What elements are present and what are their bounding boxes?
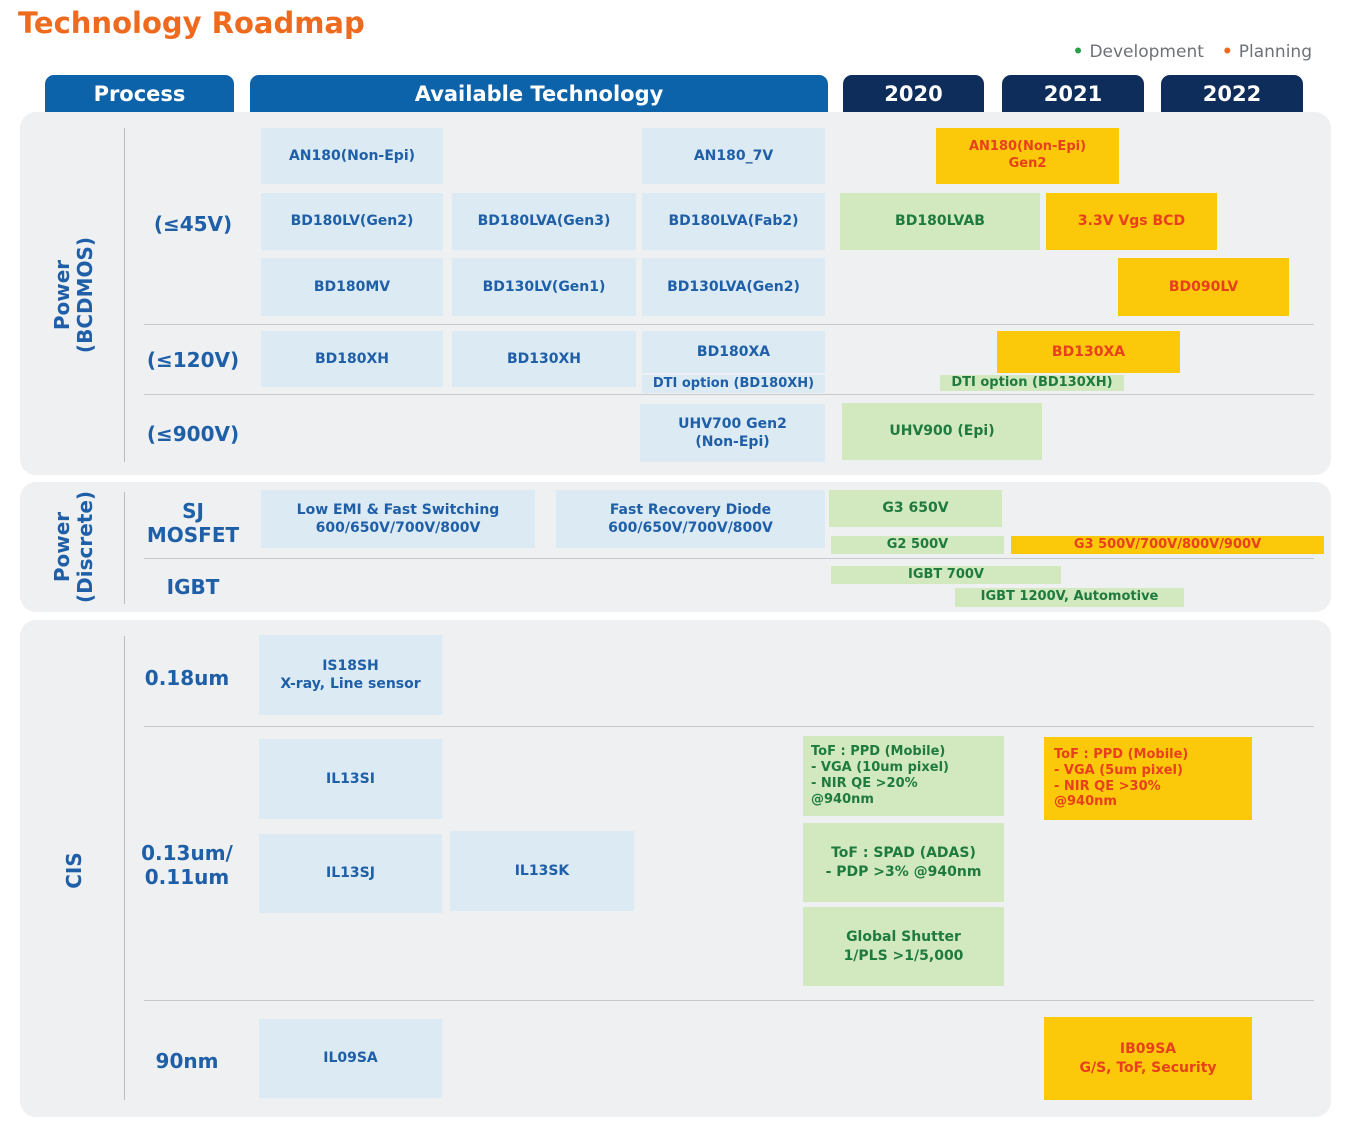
tech-box: Fast Recovery Diode 600/650V/700V/800V xyxy=(556,490,825,548)
legend-planning-label: Planning xyxy=(1238,42,1312,62)
row-divider xyxy=(144,558,1314,559)
tech-box: BD180LVA(Fab2) xyxy=(642,193,825,250)
planning-box: 3.3V Vgs BCD xyxy=(1046,193,1217,250)
tech-box: IS18SH X-ray, Line sensor xyxy=(259,635,442,715)
row-label-013um: 0.13um/ 0.11um xyxy=(141,841,233,889)
development-box: IGBT 1200V, Automotive xyxy=(955,588,1184,607)
planning-box: BD090LV xyxy=(1118,258,1289,316)
development-dot-icon: • xyxy=(1072,42,1084,62)
tech-box: IL13SJ xyxy=(259,834,442,913)
planning-box: IB09SA G/S, ToF, Security xyxy=(1044,1017,1252,1100)
tech-box: BD180LV(Gen2) xyxy=(261,193,443,250)
tech-box: BD130LVA(Gen2) xyxy=(642,258,825,316)
planning-box: AN180(Non-Epi) Gen2 xyxy=(936,128,1119,184)
separator-line xyxy=(124,636,125,1100)
development-box: ToF : SPAD (ADAS) - PDP >3% @940nm xyxy=(803,823,1004,902)
page-title: Technology Roadmap xyxy=(18,6,365,40)
row-label-120v: (≤120V) xyxy=(146,348,240,372)
group-label-power-bcdmos: Power (BCDMOS) xyxy=(50,236,97,354)
header-2020: 2020 xyxy=(843,75,984,113)
row-divider xyxy=(144,324,1314,325)
row-label-018um: 0.18um xyxy=(144,666,230,690)
tech-box: AN180_7V xyxy=(642,128,825,184)
tech-box: AN180(Non-Epi) xyxy=(261,128,443,184)
development-box: IGBT 700V xyxy=(831,566,1061,584)
planning-box: G3 500V/700V/800V/900V xyxy=(1011,536,1324,554)
tech-box: Low EMI & Fast Switching 600/650V/700V/8… xyxy=(261,490,535,548)
planning-dot-icon: • xyxy=(1221,42,1233,62)
header-available-technology: Available Technology xyxy=(250,75,828,113)
tech-box: IL13SK xyxy=(450,831,634,911)
legend: •Development •Planning xyxy=(1073,42,1312,62)
tech-box: BD180MV xyxy=(261,258,443,316)
development-box: BD180LVAB xyxy=(840,193,1040,250)
tech-box: BD130LV(Gen1) xyxy=(452,258,636,316)
legend-development: •Development xyxy=(1073,42,1204,62)
development-box: G2 500V xyxy=(831,536,1004,554)
legend-development-label: Development xyxy=(1089,42,1204,62)
tech-box: IL09SA xyxy=(259,1019,442,1098)
separator-line xyxy=(124,492,125,604)
development-box: ToF : PPD (Mobile) - VGA (10um pixel) - … xyxy=(803,736,1004,816)
tech-box: BD180XH xyxy=(261,331,443,387)
tech-box: UHV700 Gen2 (Non-Epi) xyxy=(640,404,825,462)
row-label-igbt: IGBT xyxy=(166,575,220,599)
tech-box: BD180LVA(Gen3) xyxy=(452,193,636,250)
row-label-45v: (≤45V) xyxy=(153,212,233,236)
development-box: Global Shutter 1/PLS >1/5,000 xyxy=(803,907,1004,986)
header-2021: 2021 xyxy=(1002,75,1144,113)
dti-option-box: DTI option (BD130XH) xyxy=(940,375,1124,391)
tech-box: BD130XH xyxy=(452,331,636,387)
group-label-cis: CIS xyxy=(61,851,86,889)
row-label-sj-mosfet: SJ MOSFET xyxy=(146,499,240,547)
legend-planning: •Planning xyxy=(1222,42,1312,62)
header-process: Process xyxy=(45,75,234,113)
development-box: G3 650V xyxy=(829,490,1002,527)
group-label-power-discrete: Power (Discrete) xyxy=(50,490,97,604)
separator-line xyxy=(124,128,125,462)
row-label-900v: (≤900V) xyxy=(146,422,240,446)
header-2022: 2022 xyxy=(1161,75,1303,113)
row-divider xyxy=(144,726,1314,727)
tech-box: BD180XA xyxy=(642,331,825,373)
planning-box: BD130XA xyxy=(997,331,1180,373)
development-box: UHV900 (Epi) xyxy=(842,403,1042,460)
row-divider xyxy=(144,1000,1314,1001)
row-divider xyxy=(144,394,1314,395)
dti-option-box: DTI option (BD180XH) xyxy=(642,375,825,393)
tech-box: IL13SI xyxy=(259,739,442,819)
row-label-90nm: 90nm xyxy=(155,1049,219,1073)
planning-box: ToF : PPD (Mobile) - VGA (5um pixel) - N… xyxy=(1044,737,1252,820)
